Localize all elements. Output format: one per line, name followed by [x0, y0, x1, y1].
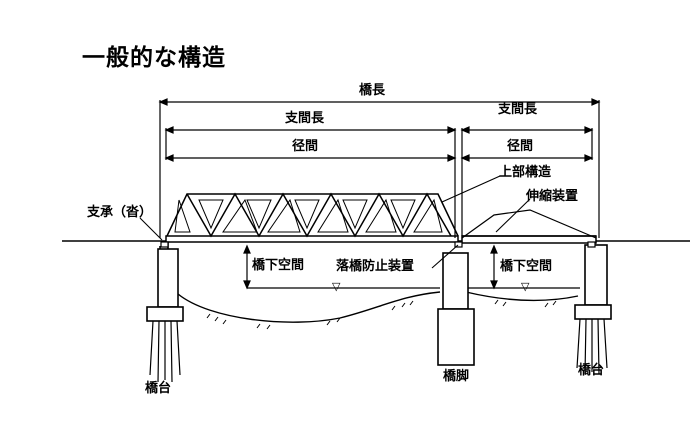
- dimension-lines: [158, 98, 601, 162]
- page-title: 一般的な構造: [82, 45, 226, 71]
- dimension-extension-lines: [159, 100, 600, 238]
- clear-span-right-label: 径間: [505, 139, 536, 154]
- water-level-symbol-left: ▽: [332, 280, 341, 293]
- riverbed-line: [177, 291, 441, 323]
- bridge-length-label: 橋長: [357, 83, 388, 98]
- left-abutment: [146, 241, 184, 383]
- span-length-left-label: 支間長: [283, 111, 327, 126]
- bearing-label: 支承（沓）: [87, 205, 153, 220]
- span-length-right-label: 支間長: [496, 102, 540, 117]
- clearance-arrows: [243, 244, 498, 290]
- abutment-left-label: 橋台: [145, 381, 172, 396]
- superstructure-label: 上部構造: [499, 165, 552, 180]
- abutment-right-label: 橋台: [578, 363, 605, 378]
- right-girder: [461, 209, 597, 244]
- truss-superstructure: [165, 192, 459, 243]
- clearance-left-label: 橋下空間: [252, 258, 305, 273]
- clearance-right-label: 橋下空間: [500, 259, 553, 274]
- expansion-joint-label: 伸縮装置: [526, 189, 579, 204]
- leader-lines: [139, 175, 531, 269]
- riverbed-line-right: [465, 291, 579, 302]
- pier-label: 橋脚: [443, 369, 470, 384]
- unseating-prevention-label: 落橋防止装置: [336, 259, 415, 274]
- clear-span-left-label: 径間: [290, 139, 321, 154]
- riverbed-hatching: [206, 299, 557, 330]
- bearing-marks: [160, 241, 596, 248]
- right-abutment: [574, 244, 612, 375]
- pier: [437, 252, 475, 366]
- water-level-symbol-right: ▽: [521, 280, 530, 293]
